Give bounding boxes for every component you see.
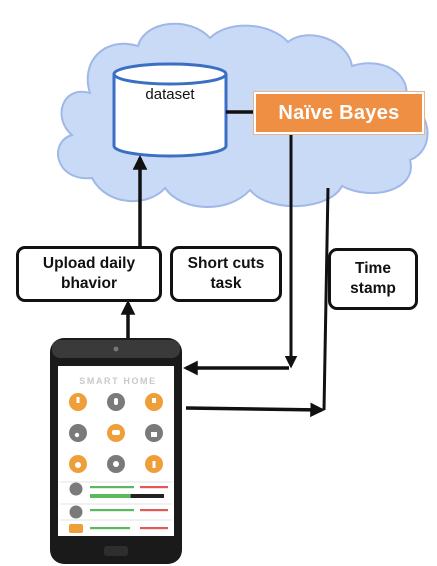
notification-list [60, 481, 172, 533]
lock-icon [69, 505, 83, 519]
music-icon[interactable] [69, 424, 87, 442]
phone-to-timestamp-arrow [185, 402, 325, 418]
lock-icon [69, 482, 83, 496]
short-cuts-task-box: Short cuts task [170, 246, 282, 302]
notification-row[interactable] [69, 524, 168, 533]
mail-icon [69, 524, 83, 533]
phone-app-title: SMART HOME [79, 376, 157, 386]
notification-row[interactable] [69, 482, 169, 499]
dataset-cylinder [112, 62, 228, 158]
naive-bayes-box: Naïve Bayes [254, 92, 424, 134]
upload-daily-behavior-box: Upload daily bhavior [16, 246, 162, 302]
app-icon-grid [69, 393, 163, 473]
progress-fill [90, 494, 131, 498]
dataset-label: dataset [145, 86, 195, 103]
smartphone [50, 338, 182, 564]
timestamp-link-line [322, 187, 330, 411]
notification-row[interactable] [69, 505, 169, 519]
time-stamp-box: Time stamp [328, 248, 418, 310]
